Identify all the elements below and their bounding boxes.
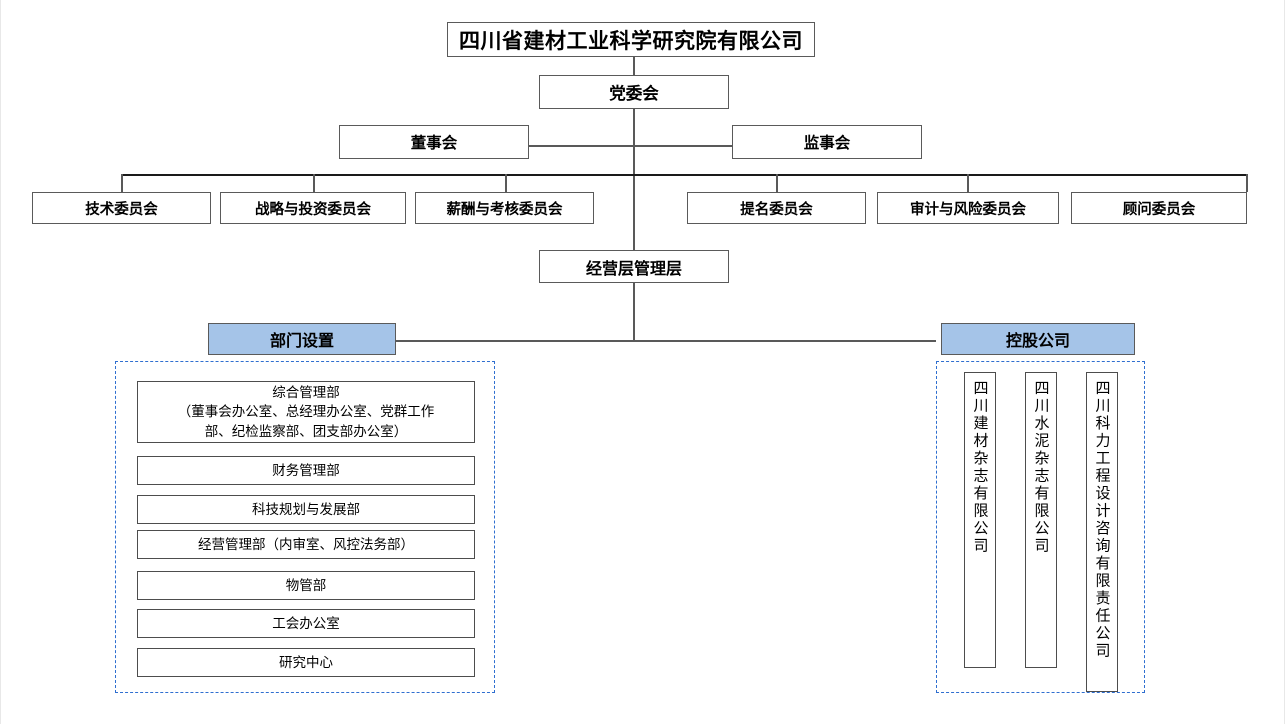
connector-drop-committee-2 bbox=[313, 174, 315, 192]
subsidiary-label: 四川建材杂志有限公司 bbox=[971, 380, 989, 555]
node-supervisory-board[interactable]: 监事会 bbox=[732, 125, 922, 159]
connector-board-supervisory bbox=[528, 145, 734, 147]
connector-drop-committee-3 bbox=[505, 174, 507, 192]
node-committee-nomination[interactable]: 提名委员会 bbox=[687, 192, 866, 224]
node-management-layer[interactable]: 经营层管理层 bbox=[539, 250, 729, 283]
subsidiary-sichuan-building-materials-magazine[interactable]: 四川建材杂志有限公司 bbox=[964, 372, 996, 668]
node-party-committee[interactable]: 党委会 bbox=[539, 75, 729, 109]
dept-row-general-management[interactable]: 综合管理部 （董事会办公室、总经理办公室、党群工作 部、纪检监察部、团支部办公室… bbox=[137, 381, 475, 443]
connector-committee-bus bbox=[121, 174, 1247, 177]
section-header-holdings[interactable]: 控股公司 bbox=[941, 323, 1135, 355]
connector-party-trunk bbox=[633, 108, 635, 250]
dept-line-3: 部、纪检监察部、团支部办公室） bbox=[204, 423, 408, 439]
connector-drop-committee-5 bbox=[967, 174, 969, 192]
connector-section-bus bbox=[395, 340, 936, 342]
subsidiary-label: 四川水泥杂志有限公司 bbox=[1032, 380, 1050, 555]
dept-line-1: 综合管理部 bbox=[272, 385, 340, 401]
holdings-group-container bbox=[936, 361, 1145, 693]
node-board-of-directors[interactable]: 董事会 bbox=[339, 125, 529, 159]
dept-row-union-office[interactable]: 工会办公室 bbox=[137, 609, 475, 638]
node-root[interactable]: 四川省建材工业科学研究院有限公司 bbox=[447, 22, 815, 57]
connector-drop-committee-6 bbox=[1246, 174, 1248, 192]
dept-row-research-center[interactable]: 研究中心 bbox=[137, 648, 475, 677]
subsidiary-label: 四川科力工程设计咨询有限责任公司 bbox=[1093, 380, 1111, 660]
subsidiary-sichuan-cement-magazine[interactable]: 四川水泥杂志有限公司 bbox=[1025, 372, 1057, 668]
section-header-departments[interactable]: 部门设置 bbox=[208, 323, 396, 355]
dept-row-finance-management[interactable]: 财务管理部 bbox=[137, 456, 475, 485]
dept-row-operations-management[interactable]: 经营管理部（内审室、风控法务部） bbox=[137, 530, 475, 559]
departments-group-container bbox=[115, 361, 495, 693]
subsidiary-sichuan-keli-engineering-design[interactable]: 四川科力工程设计咨询有限责任公司 bbox=[1086, 372, 1118, 692]
dept-line-2: （董事会办公室、总经理办公室、党群工作 bbox=[177, 404, 435, 420]
connector-drop-committee-1 bbox=[121, 174, 123, 192]
node-committee-audit-risk[interactable]: 审计与风险委员会 bbox=[877, 192, 1059, 224]
dept-row-property-management[interactable]: 物管部 bbox=[137, 571, 475, 600]
connector-root-to-party bbox=[633, 56, 635, 76]
node-committee-strategy-investment[interactable]: 战略与投资委员会 bbox=[220, 192, 406, 224]
connector-drop-committee-4 bbox=[776, 174, 778, 192]
node-committee-compensation-appraisal[interactable]: 薪酬与考核委员会 bbox=[415, 192, 594, 224]
node-committee-advisory[interactable]: 顾问委员会 bbox=[1071, 192, 1247, 224]
node-committee-technology[interactable]: 技术委员会 bbox=[32, 192, 211, 224]
connector-management-down bbox=[633, 282, 635, 341]
dept-row-science-planning-development[interactable]: 科技规划与发展部 bbox=[137, 495, 475, 524]
dept-label-multiline: 综合管理部 （董事会办公室、总经理办公室、党群工作 部、纪检监察部、团支部办公室… bbox=[178, 383, 435, 440]
